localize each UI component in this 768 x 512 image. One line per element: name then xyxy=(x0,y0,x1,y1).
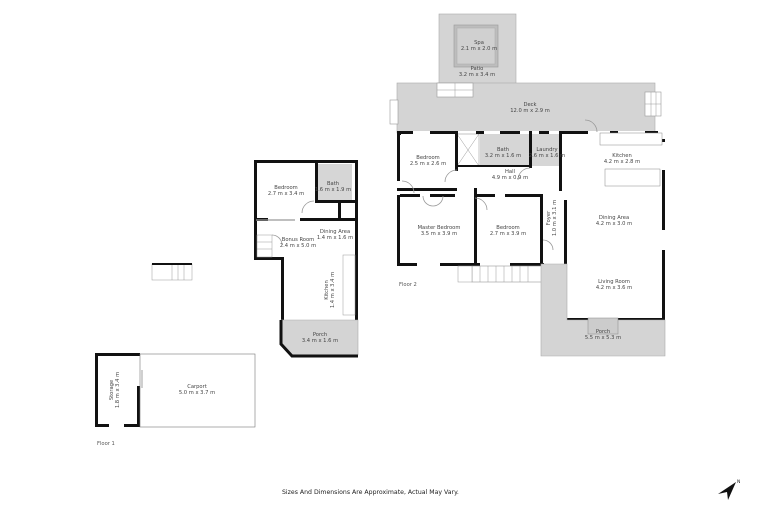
svg-text:Bedroom: Bedroom xyxy=(496,225,519,231)
label-foyer: Foyer xyxy=(546,210,552,225)
svg-text:Porch: Porch xyxy=(596,329,610,335)
floor2-label: Floor 2 xyxy=(399,282,417,288)
svg-text:Bonus Room: Bonus Room xyxy=(282,237,314,243)
label-bath-f1: Bath xyxy=(327,181,339,187)
svg-text:Bath: Bath xyxy=(327,181,339,187)
label-bath-f2: Bath xyxy=(497,147,509,153)
svg-text:3.2 m x 1.6 m: 3.2 m x 1.6 m xyxy=(485,153,521,159)
compass-letter: N xyxy=(737,479,740,485)
floor1-label: Floor 1 xyxy=(97,441,115,447)
svg-text:2.1 m x 2.0 m: 2.1 m x 2.0 m xyxy=(461,46,497,52)
svg-text:Porch: Porch xyxy=(313,332,327,338)
svg-text:Carport: Carport xyxy=(187,384,207,390)
label-storage: Storage xyxy=(109,380,115,400)
deck-steps-left xyxy=(389,99,399,125)
label-porch-f2: Porch xyxy=(596,329,610,335)
bath-floor xyxy=(480,134,530,166)
label-living-room: Living Room xyxy=(598,279,630,285)
label-deck: Deck xyxy=(523,102,536,108)
label-carport: Carport xyxy=(187,384,207,390)
laundry-floor xyxy=(532,134,562,166)
svg-text:Kitchen: Kitchen xyxy=(612,153,632,159)
svg-text:4.2 m x 3.0 m: 4.2 m x 3.0 m xyxy=(596,221,632,227)
svg-text:Foyer: Foyer xyxy=(546,210,552,225)
svg-text:Master Bedroom: Master Bedroom xyxy=(418,225,461,231)
room-labels: Spa 2.1 m x 2.0 m Patio 3.2 m x 3.4 m De… xyxy=(97,40,640,447)
svg-text:Bedroom: Bedroom xyxy=(416,155,439,161)
kitchen-island xyxy=(604,168,661,187)
label-porch-f1: Porch xyxy=(313,332,327,338)
svg-text:1.0 m x 3.1 m: 1.0 m x 3.1 m xyxy=(552,200,558,236)
svg-text:4.2 m x 2.8 m: 4.2 m x 2.8 m xyxy=(604,159,640,165)
svg-text:Storage: Storage xyxy=(109,380,115,400)
svg-text:5.0 m x 3.7 m: 5.0 m x 3.7 m xyxy=(179,390,215,396)
label-laundry: Laundry xyxy=(536,147,557,153)
label-kitchen-f1: Kitchen xyxy=(324,280,330,300)
front-stairs xyxy=(471,265,543,283)
kitchen-counter xyxy=(599,132,663,146)
svg-text:Hall: Hall xyxy=(505,169,515,175)
label-bonus-room: Bonus Room xyxy=(282,237,314,243)
label-spa: Spa xyxy=(474,40,484,46)
svg-text:3.5 m x 3.9 m: 3.5 m x 3.9 m xyxy=(421,231,457,237)
svg-text:Deck: Deck xyxy=(523,102,536,108)
svg-text:Kitchen: Kitchen xyxy=(324,280,330,300)
svg-text:12.0 m x 2.9 m: 12.0 m x 2.9 m xyxy=(510,108,550,114)
svg-text:2.7 m x 3.9 m: 2.7 m x 3.9 m xyxy=(490,231,526,237)
f1-bath-floor xyxy=(318,164,352,201)
label-master-bedroom: Master Bedroom xyxy=(418,225,461,231)
north-arrow-icon: N xyxy=(718,479,740,500)
label-patio: Patio xyxy=(471,66,484,72)
svg-text:2.4 m x 5.0 m: 2.4 m x 5.0 m xyxy=(280,243,316,249)
svg-text:Dining Area: Dining Area xyxy=(599,215,629,221)
svg-text:1.4 m x 3.4 m: 1.4 m x 3.4 m xyxy=(330,272,336,308)
disclaimer-text: Sizes And Dimensions Are Approximate, Ac… xyxy=(282,489,459,496)
svg-text:Patio: Patio xyxy=(471,66,484,72)
svg-text:Bedroom: Bedroom xyxy=(274,185,297,191)
svg-text:2.5 m x 2.6 m: 2.5 m x 2.6 m xyxy=(410,161,446,167)
floor1-plan xyxy=(95,160,359,428)
svg-text:2.7 m x 3.4 m: 2.7 m x 3.4 m xyxy=(268,191,304,197)
carport-area xyxy=(139,353,256,428)
svg-text:Living Room: Living Room xyxy=(598,279,630,285)
svg-text:Dining Area: Dining Area xyxy=(320,229,350,235)
label-dining-f1: Dining Area xyxy=(320,229,350,235)
svg-text:1.6 m x 1.9 m: 1.6 m x 1.9 m xyxy=(315,187,351,193)
svg-text:3.2 m x 3.4 m: 3.2 m x 3.4 m xyxy=(459,72,495,78)
svg-text:1.8 m x 3.4 m: 1.8 m x 3.4 m xyxy=(115,372,121,408)
svg-text:Bath: Bath xyxy=(497,147,509,153)
svg-text:2.6 m x 1.6 m: 2.6 m x 1.6 m xyxy=(529,153,565,159)
svg-text:Spa: Spa xyxy=(474,40,484,46)
svg-text:5.5 m x 5.3 m: 5.5 m x 5.3 m xyxy=(585,335,621,341)
svg-text:Laundry: Laundry xyxy=(536,147,557,153)
label-bedroom-f1: Bedroom xyxy=(274,185,297,191)
spa-inner xyxy=(456,27,496,65)
label-bedroom-f2b: Bedroom xyxy=(496,225,519,231)
svg-text:4.9 m x 0.9 m: 4.9 m x 0.9 m xyxy=(492,175,528,181)
label-kitchen-f2: Kitchen xyxy=(612,153,632,159)
svg-text:4.2 m x 3.6 m: 4.2 m x 3.6 m xyxy=(596,285,632,291)
svg-text:3.4 m x 1.6 m: 3.4 m x 1.6 m xyxy=(302,338,338,344)
front-porch-area xyxy=(540,263,666,357)
label-dining-f2: Dining Area xyxy=(599,215,629,221)
svg-text:1.4 m x 1.6 m: 1.4 m x 1.6 m xyxy=(317,235,353,241)
floor2-plan xyxy=(389,13,666,357)
label-bedroom-f2a: Bedroom xyxy=(416,155,439,161)
label-hall: Hall xyxy=(505,169,515,175)
